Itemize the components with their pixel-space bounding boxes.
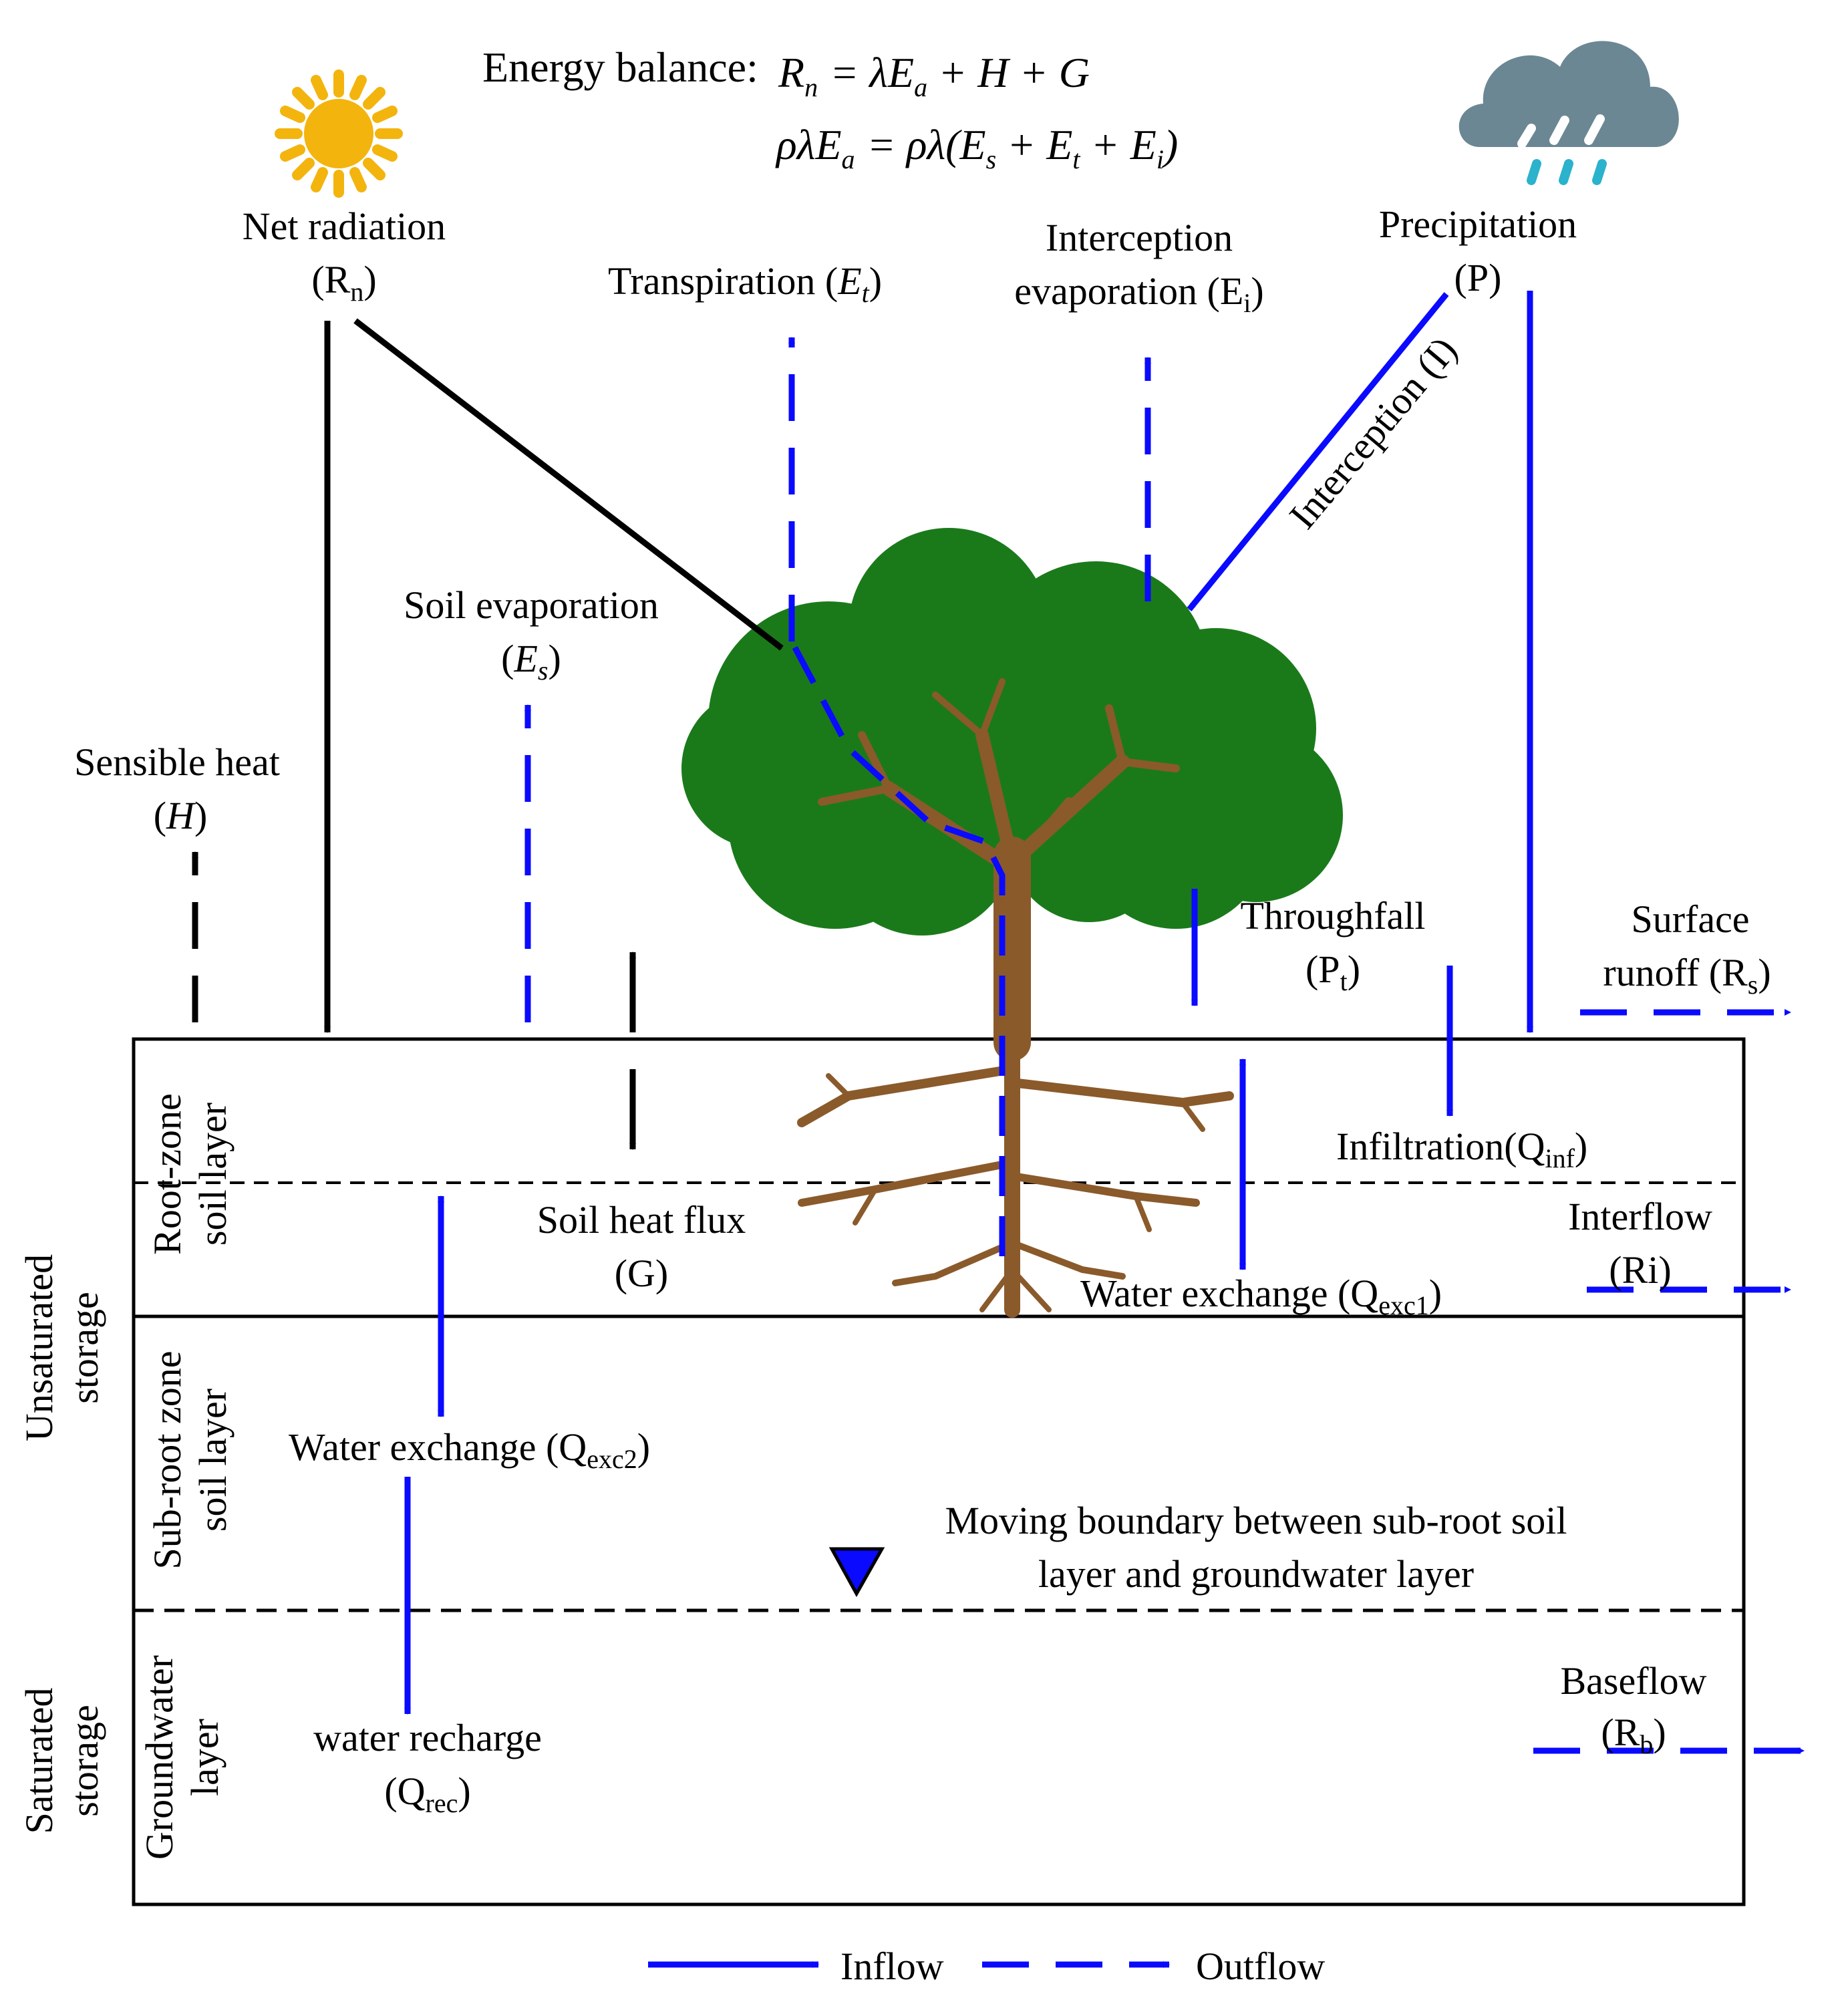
transpiration-path-in-tree [789,639,1006,1256]
soil-column-border [132,1037,1746,1906]
soil-heat-flux-label: Soil heat flux [537,1198,746,1242]
precipitation-label: Precipitation [1379,202,1577,246]
energy-balance-equation-line2: ρλEa= ρλ(Es+ Et+ Ei) [775,121,1178,174]
tree-roots [797,1034,1234,1318]
saturated-storage-label-line1: Saturated [17,1687,61,1834]
precipitation-symbol: (P) [1454,256,1502,299]
unsaturated-storage-label-line2: storage [63,1292,106,1404]
legend-inflow-label: Inflow [840,1945,944,1988]
interception-evaporation-label: Interception [1046,216,1233,259]
water-exchange-2-label: Water exchange (Qexc2) [289,1425,650,1474]
net-radiation-to-canopy-arrow [353,318,784,651]
energy-balance-equations: Energy balance: Rn= λEa+ H + G ρλEa= ρλ(… [482,43,1178,174]
throughfall-label: Throughfall [1240,894,1425,938]
interception-evaporation-symbol: evaporation (Ei) [1014,269,1263,318]
tree-icon [681,528,1343,1318]
net-radiation-label: Net radiation [243,204,446,248]
layer-labels: Root-zone soil layer Sub-root zone soil … [17,1093,235,1860]
saturated-storage-label-line2: storage [63,1705,106,1817]
throughfall-symbol: (Pt) [1305,948,1360,996]
root-zone-layer-label-line1: Root-zone [146,1093,189,1255]
water-exchange-1-label: Water exchange (Qexc1) [1080,1272,1442,1320]
moving-boundary-label-line2: layer and groundwater layer [1038,1552,1474,1596]
interflow-label: Interflow [1568,1195,1712,1238]
surface-runoff-label: Surface [1631,897,1749,941]
groundwater-layer-label-line1: Groundwater [138,1655,181,1860]
transpiration-label: Transpiration (Et) [608,259,882,308]
energy-arrows [192,318,784,1150]
energy-balance-label: Energy balance: [482,43,758,91]
legend-outflow-label: Outflow [1196,1945,1325,1988]
baseflow-label: Baseflow [1560,1659,1706,1703]
sun-icon [275,69,403,198]
soil-evaporation-symbol: (Es) [501,637,561,686]
interflow-symbol: (Ri) [1609,1248,1671,1292]
soil-heat-flux-symbol: (G) [615,1252,669,1295]
sensible-heat-label: Sensible heat [74,740,280,784]
water-table-triangle-icon [828,1547,885,1598]
interception-arrow [1187,292,1449,611]
groundwater-layer-label-line2: layer [183,1719,226,1796]
net-radiation-symbol: (Rn) [311,258,376,307]
rain-cloud-icon [1458,41,1679,185]
surface-runoff-symbol: runoff (Rs) [1603,951,1770,1000]
water-recharge-symbol: (Qrec) [384,1769,470,1818]
soil-column [132,1037,1746,1906]
legend: Inflow Outflow [648,1945,1325,1988]
moving-boundary-label-line1: Moving boundary between sub-root soil [945,1499,1567,1542]
root-zone-layer-label-line2: soil layer [191,1103,235,1246]
energy-balance-equation-line1: Rn= λEa+ H + G [778,49,1090,102]
sub-root-zone-layer-label-line2: soil layer [191,1389,235,1532]
interception-label: Interception (I) [1281,328,1465,537]
baseflow-symbol: (Rb) [1601,1711,1666,1759]
infiltration-label: Infiltration(Qinf) [1336,1125,1587,1173]
unsaturated-storage-label-line1: Unsaturated [17,1254,61,1441]
soil-evaporation-label: Soil evaporation [404,583,659,627]
sub-root-zone-layer-label-line1: Sub-root zone [146,1351,189,1570]
sensible-heat-symbol: (H) [154,794,208,837]
water-arrows [404,291,1805,1754]
water-recharge-label: water recharge [313,1716,542,1759]
